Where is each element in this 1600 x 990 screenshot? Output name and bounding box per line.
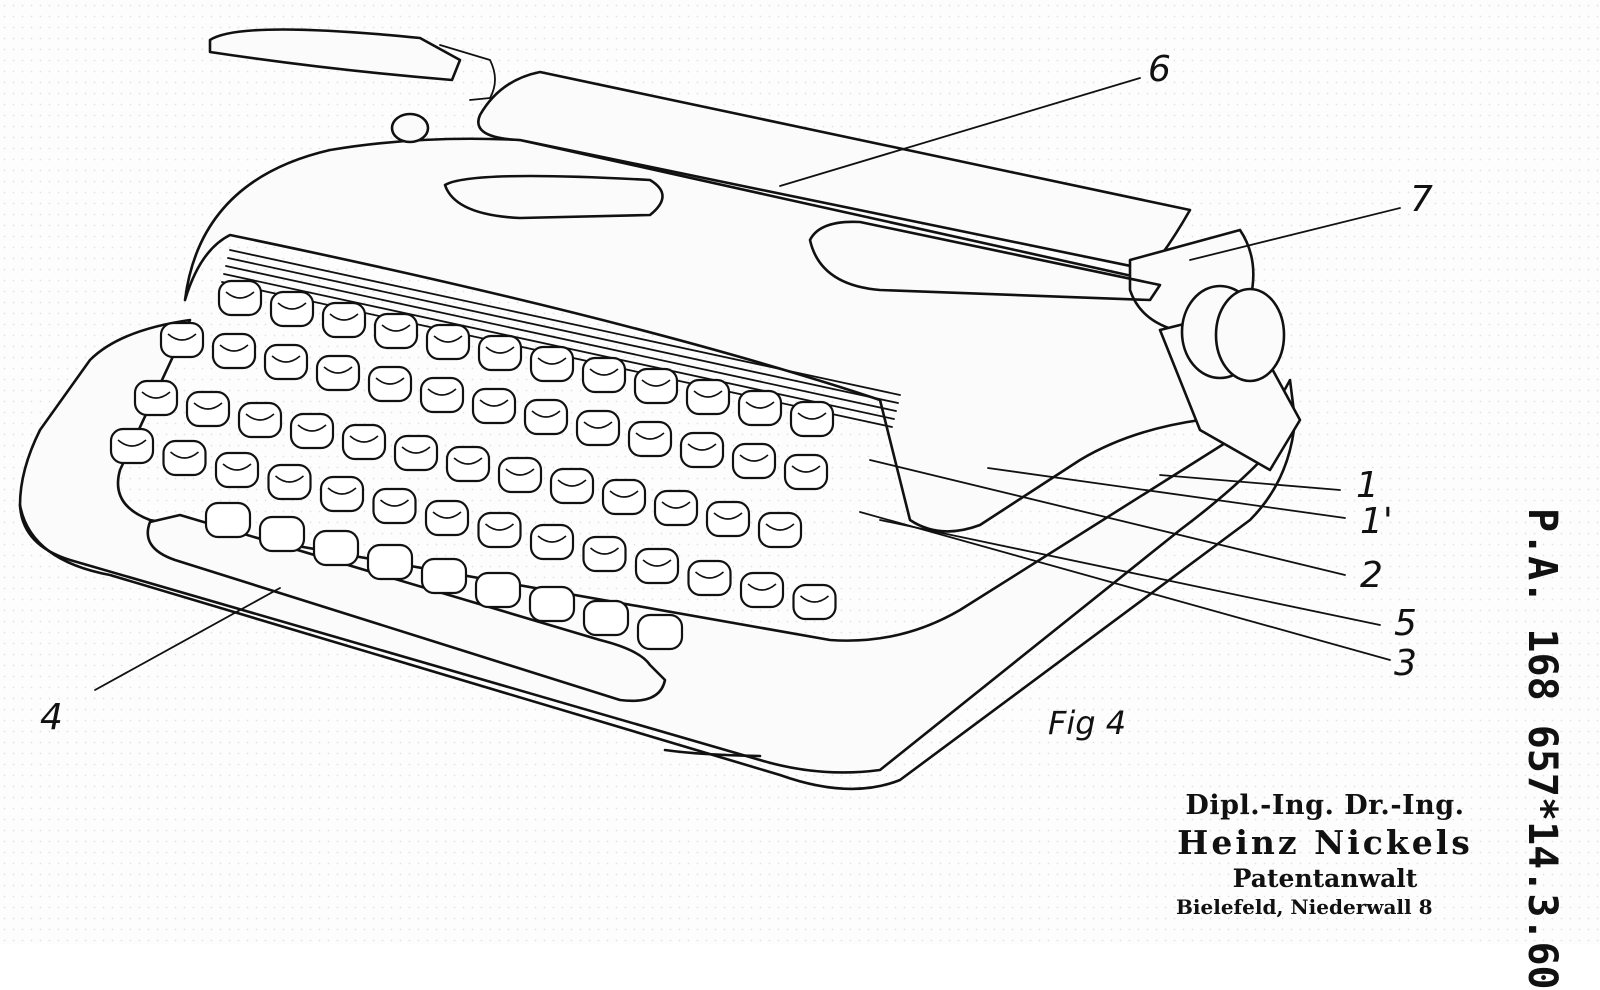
key-face bbox=[349, 435, 379, 443]
key-face bbox=[219, 344, 249, 352]
stamp-line-title: Dipl.-Ing. Dr.-Ing. bbox=[1185, 790, 1465, 821]
key-face bbox=[274, 475, 305, 483]
key-face bbox=[609, 490, 639, 498]
stamp-line-role: Patentanwalt bbox=[1232, 864, 1418, 893]
key-face bbox=[765, 523, 795, 531]
keyboard bbox=[109, 279, 837, 651]
ref-label-7: 7 bbox=[1410, 179, 1433, 220]
key-face bbox=[589, 547, 620, 555]
key-face bbox=[531, 410, 561, 418]
key-face bbox=[797, 412, 827, 420]
key-face bbox=[141, 391, 171, 399]
key-face bbox=[381, 324, 411, 332]
key bbox=[582, 599, 630, 637]
key-face bbox=[401, 446, 431, 454]
key-face bbox=[169, 451, 200, 459]
key-face bbox=[583, 421, 613, 429]
key-face bbox=[379, 499, 410, 507]
body-cover bbox=[183, 137, 1202, 533]
key-face bbox=[245, 413, 275, 421]
key-face bbox=[661, 501, 691, 509]
figure-caption: Fig 4 bbox=[1048, 704, 1127, 742]
platen bbox=[477, 70, 1192, 272]
ref-label-4: 4 bbox=[40, 697, 63, 738]
typewriter-drawing bbox=[18, 28, 1401, 791]
key-face bbox=[641, 379, 671, 387]
key-face bbox=[271, 355, 301, 363]
key bbox=[258, 515, 306, 553]
key-face bbox=[485, 346, 515, 354]
ref-label-3: 3 bbox=[1394, 643, 1417, 684]
key-face bbox=[589, 368, 619, 376]
key-face bbox=[635, 432, 665, 440]
key-face bbox=[642, 559, 672, 567]
ref-label-5: 5 bbox=[1394, 603, 1417, 644]
key-face bbox=[713, 512, 743, 520]
stamp-line-address: Bielefeld, Niederwall 8 bbox=[1176, 895, 1433, 919]
key-face bbox=[484, 523, 515, 531]
paper-guide bbox=[808, 220, 1162, 302]
platen-knob bbox=[1214, 287, 1286, 383]
key-face bbox=[479, 399, 509, 407]
key-face bbox=[505, 468, 535, 476]
ref-label-6: 6 bbox=[1148, 49, 1171, 90]
key-face bbox=[747, 583, 777, 591]
key-face bbox=[694, 571, 725, 579]
key bbox=[366, 543, 414, 581]
left-knob bbox=[390, 112, 430, 144]
key bbox=[474, 571, 522, 609]
key-face bbox=[687, 443, 717, 451]
ref-label-2: 2 bbox=[1360, 555, 1383, 596]
key bbox=[420, 557, 468, 595]
key-face bbox=[225, 291, 255, 299]
key-face bbox=[693, 390, 723, 398]
patent-office-stamp: P.A. 168 657*14.3.60 bbox=[1519, 508, 1565, 990]
key-face bbox=[739, 454, 769, 462]
key-face bbox=[799, 595, 830, 603]
ref-label-1p: 1' bbox=[1360, 501, 1393, 542]
paper-support bbox=[208, 28, 462, 82]
space-bar bbox=[146, 513, 667, 703]
key-face bbox=[791, 465, 821, 473]
key-face bbox=[329, 313, 359, 321]
key-face bbox=[375, 377, 405, 385]
base-rim bbox=[18, 418, 1297, 791]
key-face bbox=[537, 357, 567, 365]
key-face bbox=[432, 511, 462, 519]
key-face bbox=[323, 366, 353, 374]
key-face bbox=[297, 424, 327, 432]
leader-lines bbox=[94, 77, 1401, 691]
key-face bbox=[453, 457, 483, 465]
key bbox=[528, 585, 576, 623]
cover-slot bbox=[443, 174, 664, 220]
key-face bbox=[167, 333, 197, 341]
key-face bbox=[222, 463, 252, 471]
key bbox=[312, 529, 360, 567]
key-face bbox=[537, 535, 567, 543]
key-face bbox=[117, 439, 147, 447]
key-face bbox=[433, 335, 463, 343]
carriage-lever bbox=[439, 44, 496, 101]
key-face bbox=[277, 302, 307, 310]
attorney-stamp: Dipl.-Ing. Dr.-Ing. Heinz Nickels Patent… bbox=[1140, 790, 1510, 919]
key bbox=[636, 613, 684, 651]
key-face bbox=[193, 402, 223, 410]
ref-label-1: 1 bbox=[1356, 465, 1379, 506]
stamp-line-name: Heinz Nickels bbox=[1177, 823, 1473, 862]
key-face bbox=[327, 487, 357, 495]
key-face bbox=[557, 479, 587, 487]
key-face bbox=[745, 401, 775, 409]
baseline-mark bbox=[663, 748, 762, 758]
key bbox=[204, 501, 252, 539]
key-face bbox=[427, 388, 457, 396]
